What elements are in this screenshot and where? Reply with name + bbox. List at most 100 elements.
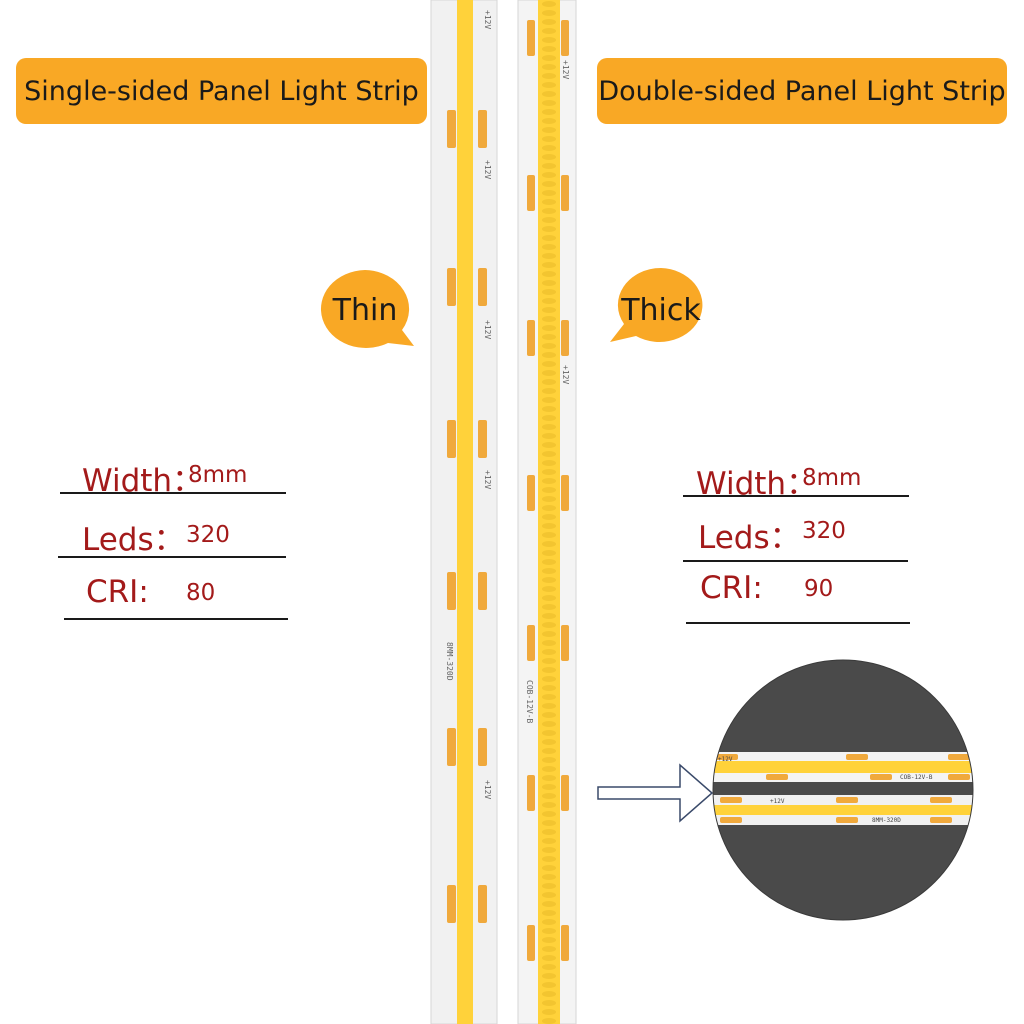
- right-strip-model: COB-12V-B: [525, 680, 534, 724]
- led-dot: [542, 775, 556, 781]
- left-cri-label: CRI:: [86, 574, 149, 610]
- led-dot: [542, 856, 556, 862]
- led-dot: [542, 1018, 556, 1024]
- led-dot: [542, 766, 556, 772]
- led-dot: [542, 424, 556, 430]
- led-dot: [542, 667, 556, 673]
- led-dot: [542, 991, 556, 997]
- led-dot: [542, 883, 556, 889]
- left-leds-label: Leds：: [82, 522, 185, 558]
- led-dot: [542, 874, 556, 880]
- led-dot: [542, 73, 556, 79]
- right-strip-voltage-1: +12V: [561, 60, 570, 80]
- led-dot: [542, 154, 556, 160]
- led-dot: [542, 847, 556, 853]
- led-dot: [542, 496, 556, 502]
- led-dot: [542, 631, 556, 637]
- led-dot: [542, 253, 556, 259]
- led-dot: [542, 712, 556, 718]
- thick-bubble-label: Thick: [621, 292, 701, 328]
- led-dot: [542, 784, 556, 790]
- led-dot: [542, 91, 556, 97]
- left-width-value: 8mm: [188, 462, 248, 488]
- led-dot: [542, 136, 556, 142]
- left-strip-voltage-2: +12V: [483, 160, 492, 180]
- led-dot: [542, 361, 556, 367]
- led-dot: [542, 388, 556, 394]
- led-dot: [542, 118, 556, 124]
- led-dot: [542, 334, 556, 340]
- led-dot: [542, 514, 556, 520]
- led-dot: [542, 460, 556, 466]
- led-dot: [542, 559, 556, 565]
- led-dot: [542, 649, 556, 655]
- led-dot: [542, 199, 556, 205]
- led-dot: [542, 604, 556, 610]
- led-dot: [542, 217, 556, 223]
- right-strip-pads: [527, 20, 569, 961]
- inset-voltage-bottom: +12V: [770, 798, 785, 805]
- led-dot: [542, 910, 556, 916]
- led-dot: [542, 370, 556, 376]
- led-dot: [542, 748, 556, 754]
- led-dot: [542, 694, 556, 700]
- led-dot: [542, 838, 556, 844]
- led-dot: [542, 172, 556, 178]
- led-dot: [542, 595, 556, 601]
- inset-model-top: COB-12V-B: [900, 774, 933, 781]
- led-dot: [542, 640, 556, 646]
- led-dot: [542, 289, 556, 295]
- led-dot: [542, 919, 556, 925]
- led-dot: [542, 325, 556, 331]
- led-dot: [542, 793, 556, 799]
- led-dot: [542, 721, 556, 727]
- led-dot: [542, 226, 556, 232]
- led-dot: [542, 397, 556, 403]
- led-dot: [542, 298, 556, 304]
- led-dot: [542, 487, 556, 493]
- led-dot: [542, 730, 556, 736]
- right-cri-divider: [686, 622, 910, 624]
- led-dot: [542, 541, 556, 547]
- led-dot: [542, 658, 556, 664]
- led-dot: [542, 181, 556, 187]
- led-dot: [542, 811, 556, 817]
- led-dot: [542, 46, 556, 52]
- led-dot: [542, 478, 556, 484]
- led-dot: [542, 982, 556, 988]
- led-dot: [542, 127, 556, 133]
- led-dot: [542, 757, 556, 763]
- led-dot: [542, 55, 556, 61]
- led-dot: [542, 523, 556, 529]
- led-dot: [542, 244, 556, 250]
- led-dot: [542, 1, 556, 7]
- led-dot: [542, 280, 556, 286]
- double-sided-banner: Double-sided Panel Light Strip: [597, 58, 1007, 124]
- led-dot: [542, 703, 556, 709]
- arrow-icon: [597, 763, 714, 823]
- left-strip-voltage-1: +12V: [483, 10, 492, 30]
- led-dot: [542, 928, 556, 934]
- led-dot: [542, 946, 556, 952]
- led-dot: [542, 145, 556, 151]
- led-dot: [542, 532, 556, 538]
- left-strip-pads: [447, 110, 487, 923]
- led-dot: [542, 271, 556, 277]
- right-leds-value: 320: [802, 518, 846, 544]
- led-dot: [542, 955, 556, 961]
- led-dot: [542, 352, 556, 358]
- right-width-divider: [683, 495, 909, 497]
- right-strip-voltage-2: +12V: [561, 365, 570, 385]
- led-dot: [542, 406, 556, 412]
- led-dot: [542, 865, 556, 871]
- led-dot: [542, 235, 556, 241]
- led-dot: [542, 802, 556, 808]
- led-dot: [542, 316, 556, 322]
- left-strip-model: 8MM-320D: [445, 642, 454, 681]
- thick-bubble-shape: [610, 267, 703, 342]
- left-leds-value: 320: [186, 522, 230, 548]
- right-width-value: 8mm: [802, 465, 862, 491]
- thin-bubble-label: Thin: [332, 292, 398, 328]
- thin-bubble-shape: [320, 270, 414, 348]
- led-dot: [542, 190, 556, 196]
